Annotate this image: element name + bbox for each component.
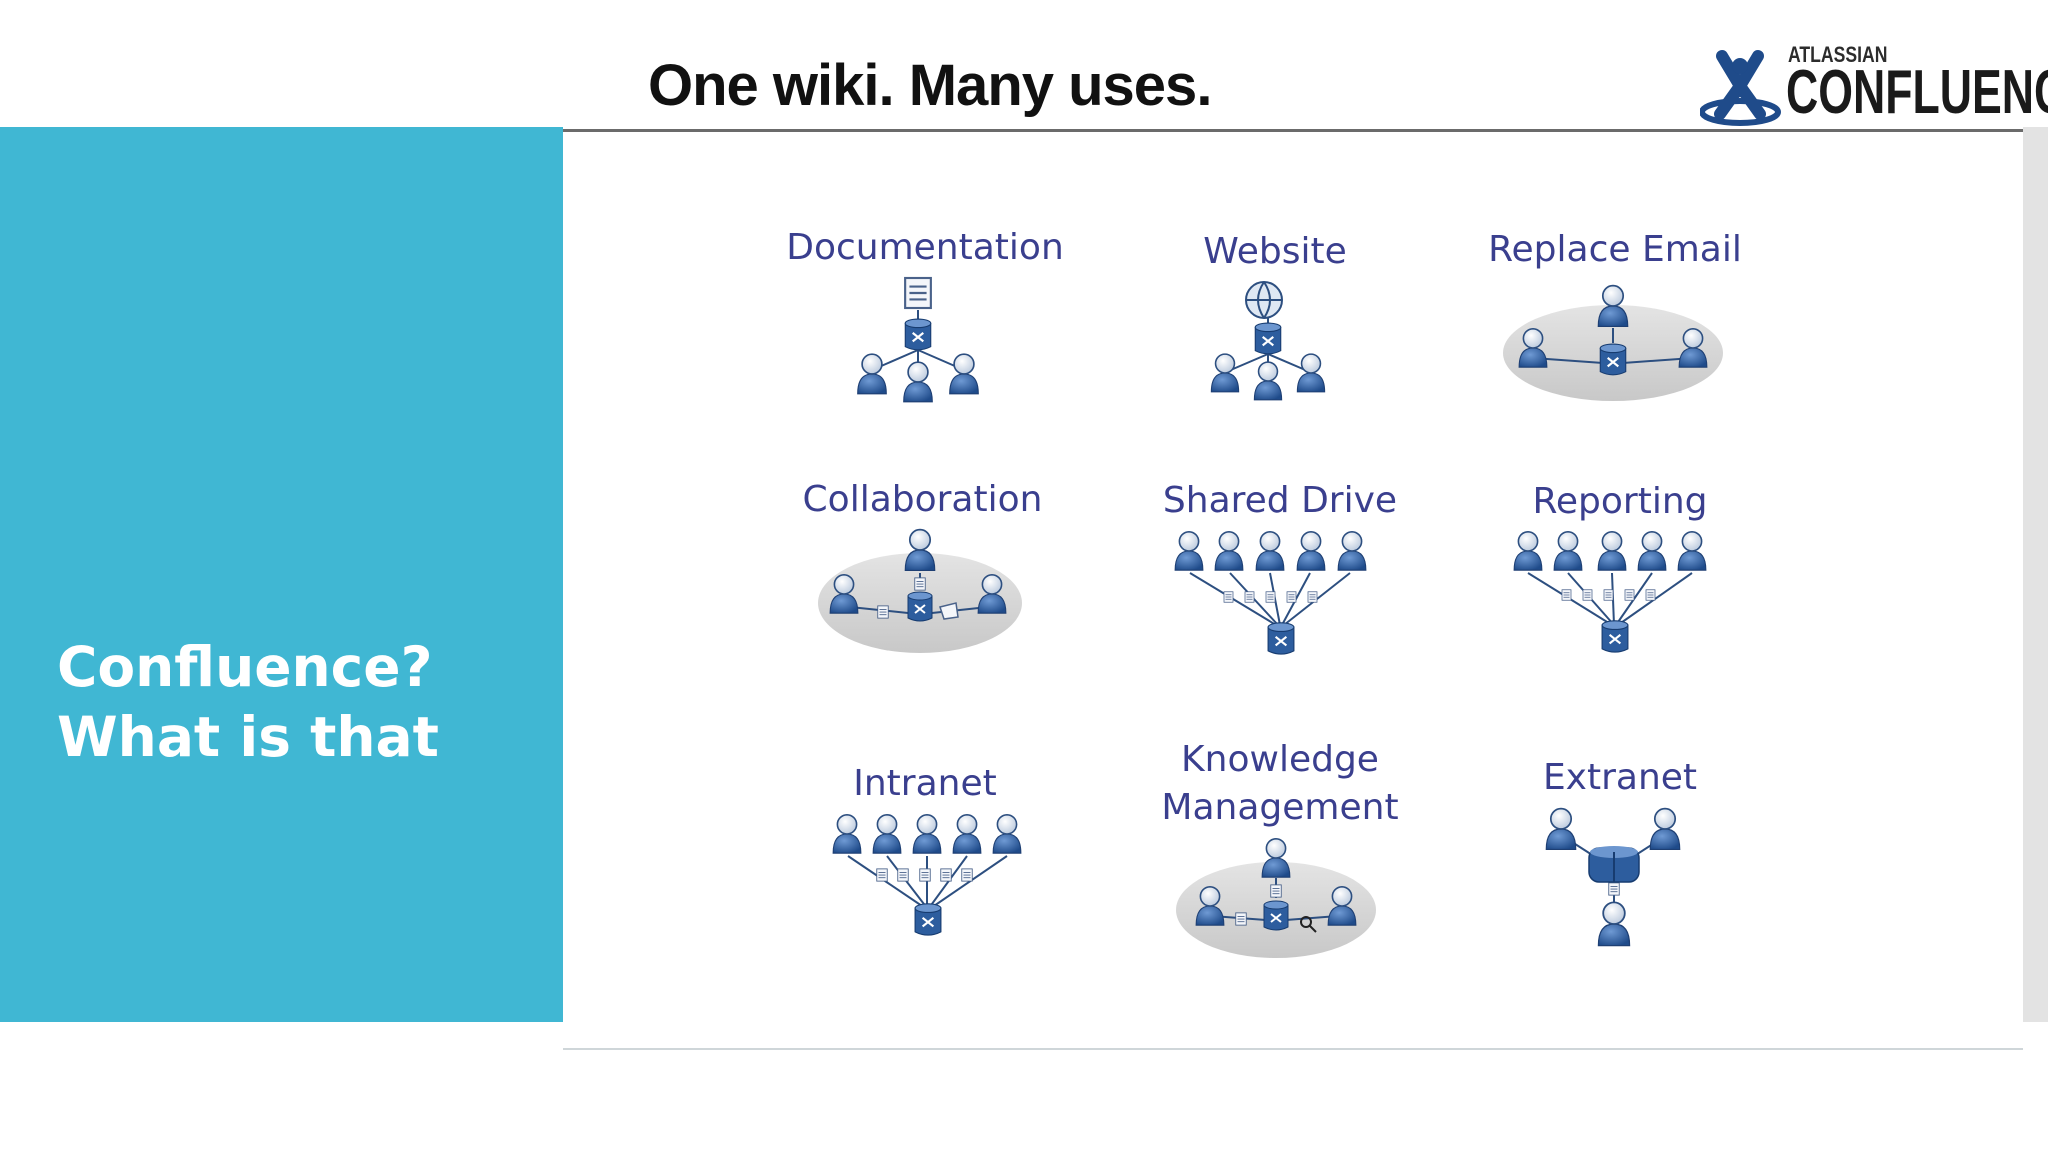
server-icon [1601,619,1629,654]
slide-title: One wiki. Many uses. [648,53,1212,118]
server-icon [907,591,933,622]
file-icon [940,868,952,882]
slide-content: One wiki. Many uses. [563,0,2025,1152]
file-icon [876,868,888,882]
logo-big-text: CONFLUENCE [1786,58,2048,127]
use-label-intranet: Intranet [853,763,997,804]
collaboration-icon [818,528,1022,653]
user-icon [872,813,902,855]
file-icon [1645,589,1656,601]
user-icon [1513,530,1543,572]
server-icon [1254,322,1282,355]
server-icon [1263,900,1289,931]
user-icon [1296,353,1326,393]
file-icon [1582,589,1593,601]
file-icon [1561,589,1572,601]
user-icon [904,528,936,572]
title-divider [563,129,2023,132]
user-icon [1210,353,1240,393]
file-icon [919,868,931,882]
footer-divider [563,1048,2023,1050]
envelope-icon [939,602,959,620]
magnifier-icon [1300,916,1312,928]
replace-email-icon [1503,284,1723,401]
user-icon [1649,807,1681,851]
user-icon [1214,530,1244,572]
file-icon [897,868,909,882]
documentation-icon [856,276,980,403]
sidebar-panel: Confluence? What is that [0,127,563,1022]
user-icon [1545,807,1577,851]
knowledge-management-icon [1176,837,1376,958]
user-icon [832,813,862,855]
extranet-icon [1545,807,1681,947]
server-icon [1267,621,1295,656]
file-icon [1223,591,1234,603]
server-icon [904,318,932,351]
file-icon [1624,589,1635,601]
file-icon [1286,591,1297,603]
use-label-extranet: Extranet [1542,757,1698,798]
intranet-icon [832,813,1022,937]
use-label-replace-email: Replace Email [1488,229,1742,270]
confluence-logo: ATLASSIAN CONFLUENCE [1700,42,2048,132]
sidebar-title-line2: What is that [57,705,439,769]
user-icon [952,813,982,855]
shared-drive-icon [1174,530,1367,656]
use-label-knowledge-management: Knowledge Management [1161,739,1399,828]
document-icon [904,276,932,310]
user-icon [948,353,980,395]
file-icon [1235,912,1247,926]
file-icon [1244,591,1255,603]
user-icon [992,813,1022,855]
user-icon [1296,530,1326,572]
user-icon [1553,530,1583,572]
file-icon [1270,884,1282,898]
website-icon [1210,281,1326,401]
user-icon [856,353,888,395]
user-icon [1597,530,1627,572]
logo-small-text: ATLASSIAN [1788,42,1888,67]
user-icon [1637,530,1667,572]
slide-edge-shadow [2023,127,2048,1022]
use-label-collaboration: Collaboration [802,479,1043,520]
user-icon [902,361,934,403]
use-label-shared-drive: Shared Drive [1162,480,1398,521]
server-icon [1599,343,1627,376]
use-label-documentation: Documentation [786,227,1064,268]
file-icon [877,605,889,619]
file-icon [1307,591,1318,603]
user-icon [1337,530,1367,572]
user-icon [1261,837,1291,879]
server-icon [914,902,942,937]
sidebar-title-line1: Confluence? [57,635,433,699]
sidebar-title: Confluence? What is that [57,632,439,772]
file-icon [1608,882,1620,896]
file-icon [1265,591,1276,603]
user-icon [1255,530,1285,572]
user-icon [912,813,942,855]
file-icon [961,868,973,882]
user-icon [1253,361,1283,401]
user-icon [1174,530,1204,572]
atlassian-logo-icon [1700,50,1781,126]
reporting-icon [1513,530,1707,654]
use-label-reporting: Reporting [1532,481,1708,522]
file-icon [1603,589,1614,601]
user-icon [1677,530,1707,572]
user-icon [1597,901,1631,947]
use-label-website: Website [1203,231,1347,272]
file-icon [914,577,926,591]
